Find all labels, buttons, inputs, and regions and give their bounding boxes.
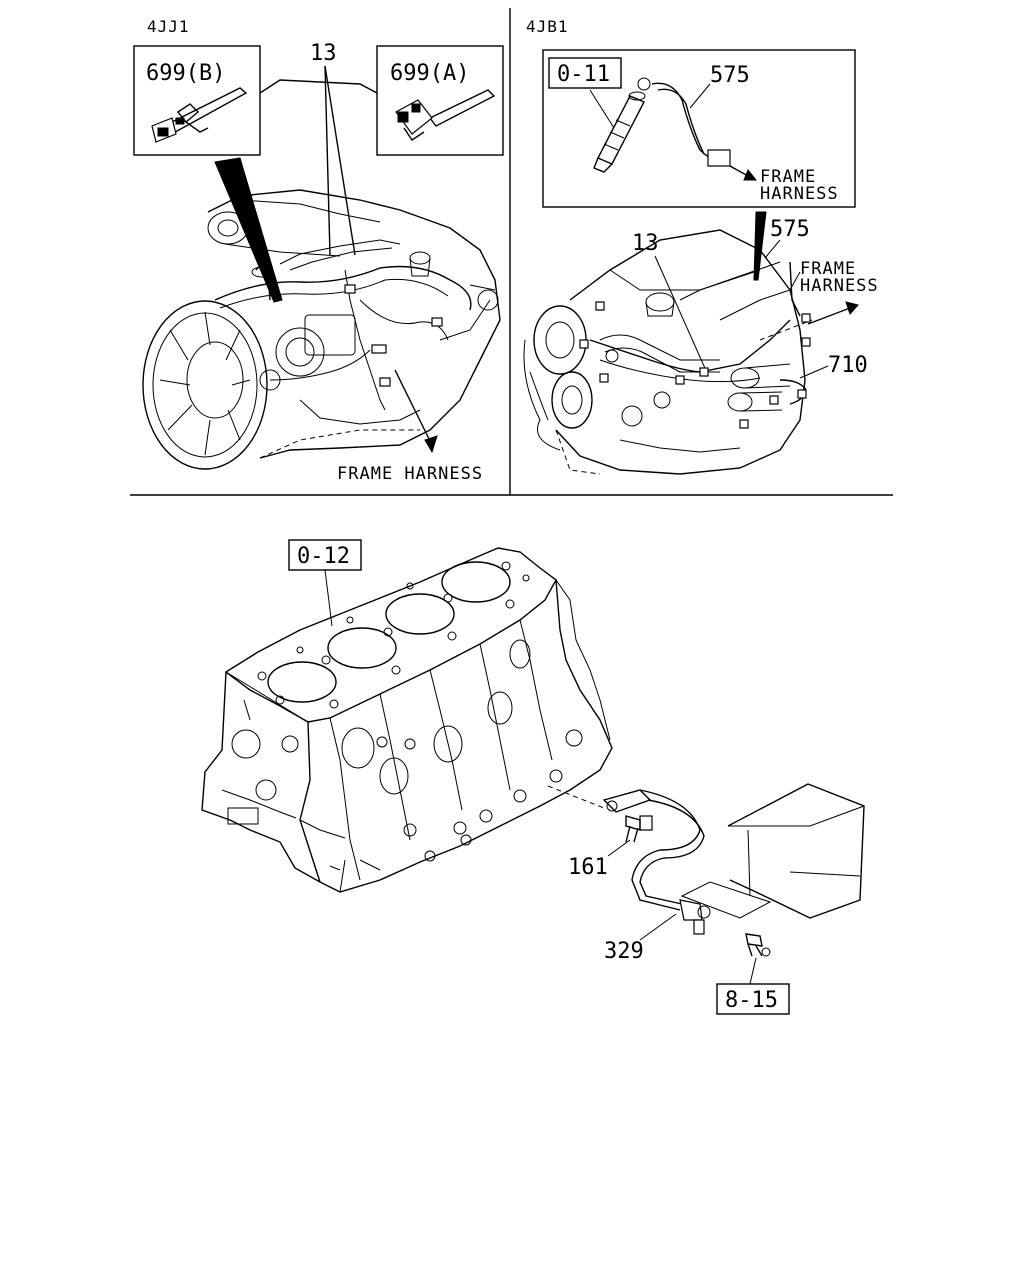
glow-plug-icon bbox=[589, 89, 646, 173]
label-frame-harness-inset-1: FRAME bbox=[760, 167, 816, 187]
inset-box-699b bbox=[133, 45, 261, 156]
pointer-wedge-4jj1 bbox=[214, 157, 283, 303]
ref-box-8-15 bbox=[716, 983, 790, 1015]
cylinder-block-illustration bbox=[201, 547, 613, 893]
bolt-8-15-icon bbox=[745, 933, 771, 957]
label-frame-harness-4jj1: FRAME HARNESS bbox=[337, 464, 483, 484]
panel-header-4jj1: 4JJ1 bbox=[147, 17, 190, 36]
panel-4jb1: 4JB1 0-11 575 FRAME HARNESS 13 575 FRAME bbox=[523, 17, 879, 475]
panel-4jj1: 4JJ1 699(B) 699(A) 13 bbox=[133, 17, 504, 484]
clip-699a-icon bbox=[395, 89, 496, 141]
callout-161: 161 bbox=[568, 855, 608, 880]
bolt-161-icon bbox=[625, 815, 641, 843]
ref-8-15: 8-15 bbox=[725, 988, 778, 1013]
glow-plug-lead-wire bbox=[651, 82, 717, 161]
panel-cylinder-block: 0-12 bbox=[201, 539, 865, 1015]
label-frame-harness-inset-2: HARNESS bbox=[760, 184, 839, 204]
sensor-dash-leader bbox=[547, 785, 605, 809]
callout-699b: 699(B) bbox=[146, 61, 225, 86]
callout-710: 710 bbox=[828, 353, 868, 378]
callout-13-4jj1: 13 bbox=[310, 41, 337, 66]
ref-box-0-11 bbox=[548, 57, 622, 89]
clip-699b-icon bbox=[151, 87, 248, 143]
callout-699a: 699(A) bbox=[390, 61, 469, 86]
ref-0-11: 0-11 bbox=[557, 62, 610, 87]
sensor-bracket-icon bbox=[602, 789, 711, 935]
callout-575-4jb1: 575 bbox=[770, 217, 810, 242]
inset-box-glow-plug bbox=[542, 49, 856, 208]
engine-4jj1-illustration bbox=[142, 189, 501, 470]
callout-575-inset: 575 bbox=[710, 63, 750, 88]
frame-member-illustration bbox=[680, 783, 865, 919]
inset-link-line bbox=[259, 79, 378, 94]
inset-box-699a bbox=[376, 45, 504, 156]
engine-4jb1-illustration bbox=[523, 229, 807, 475]
ref-0-12: 0-12 bbox=[297, 544, 350, 569]
label-frame-harness-4jb1-1: FRAME bbox=[800, 259, 856, 279]
panel-header-4jb1: 4JB1 bbox=[526, 17, 569, 36]
pointer-wedge-4jb1 bbox=[753, 211, 767, 281]
callout-329: 329 bbox=[604, 939, 644, 964]
label-frame-harness-4jb1-2: HARNESS bbox=[800, 276, 879, 296]
